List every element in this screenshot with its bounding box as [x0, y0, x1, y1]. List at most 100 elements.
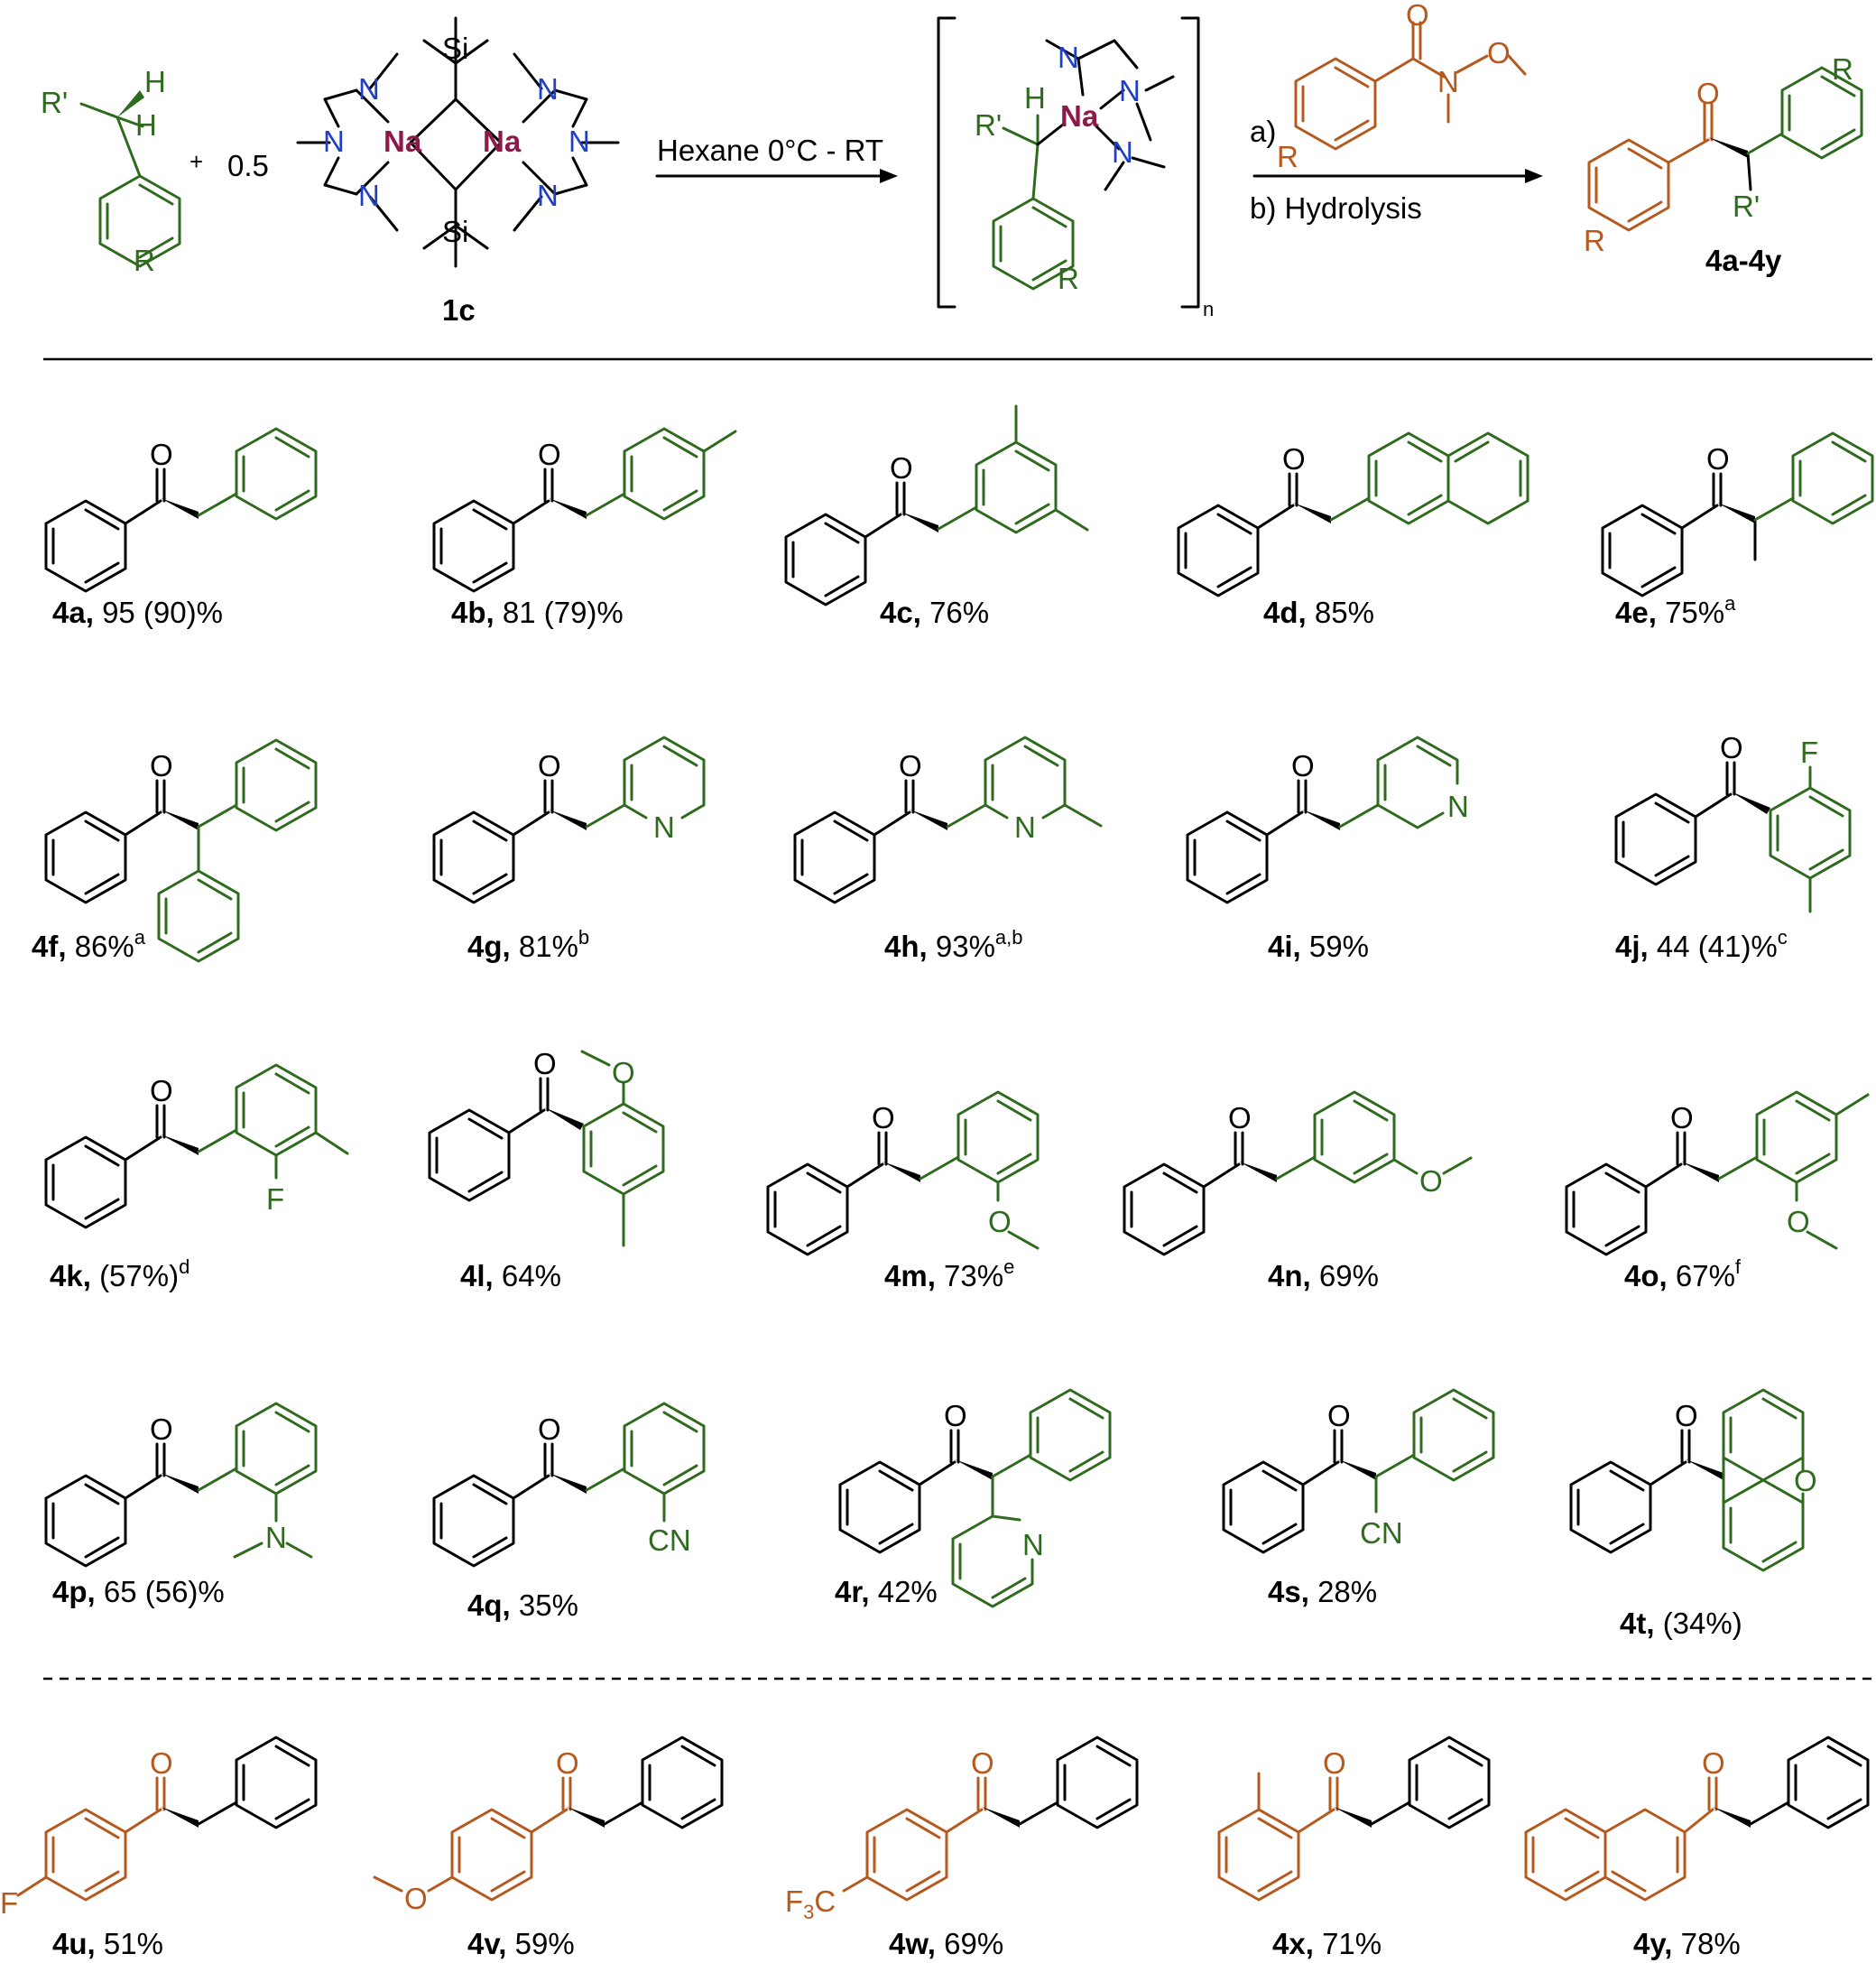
caption-4c: 4c, 76%	[880, 596, 989, 629]
f-label: F	[1800, 736, 1818, 769]
intermediate-na: Na	[1060, 99, 1099, 133]
product-4s: CN O	[1222, 1388, 1495, 1554]
caption-4p: 4p, 65 (56)%	[52, 1575, 225, 1608]
product-4u: F O	[0, 1736, 318, 1920]
stoichiometric-coefficient: 0.5	[227, 149, 269, 182]
product-4c: O	[784, 404, 1089, 606]
caption-4k: 4k, (57%)d	[50, 1255, 189, 1292]
product-id: 4j	[1615, 930, 1640, 963]
product-yield: 69%	[1319, 1259, 1379, 1292]
product-id: 4g	[467, 930, 503, 963]
product-4m: O O	[766, 1090, 1040, 1256]
product-4i: N O	[1186, 736, 1469, 904]
product-yield: 42%	[878, 1575, 938, 1608]
product-yield: 93%	[936, 930, 995, 963]
product-4b: O	[432, 427, 737, 593]
caption-4q: 4q, 35%	[467, 1588, 578, 1622]
caption-4b: 4b, 81 (79)%	[451, 596, 624, 629]
plus-sign: +	[189, 148, 203, 175]
n-label-4: N	[537, 72, 559, 106]
product-id: 4q	[467, 1588, 503, 1622]
product-4l: O O	[428, 1047, 665, 1247]
product-id: 4m	[884, 1259, 928, 1292]
caption-4g: 4g, 81%b	[467, 926, 589, 963]
amide-n-label: N	[1437, 65, 1459, 98]
product-yield: 64%	[502, 1259, 561, 1292]
product-id: 4c	[880, 596, 913, 629]
product-yield: 76%	[929, 596, 989, 629]
na-right-label: Na	[483, 125, 522, 158]
caption-4o: 4o, 67%f	[1624, 1255, 1742, 1292]
polymer-subscript: n	[1203, 298, 1214, 320]
product-id: 4x	[1272, 1927, 1306, 1960]
si-bottom-label: Si	[442, 215, 468, 248]
substrate-h2-label: H	[135, 108, 157, 142]
product-4f: O	[44, 738, 318, 963]
product-4o: O O	[1565, 1090, 1870, 1256]
product-yield: 86%	[75, 930, 134, 963]
product-captions: 4a, 95 (90)% 4b, 81 (79)% 4c, 76% 4d, 85…	[32, 592, 1788, 1960]
product-footnote: c	[1778, 926, 1788, 949]
o-label: O	[1670, 1101, 1694, 1134]
caption-4n: 4n, 69%	[1268, 1259, 1379, 1292]
product-4w: F3C O	[785, 1736, 1139, 1923]
product-footnote: e	[1003, 1255, 1014, 1278]
caption-4w: 4w, 69%	[889, 1927, 1003, 1960]
product-id: 4r	[835, 1575, 863, 1608]
cn-label: CN	[648, 1523, 691, 1557]
n-label-1: N	[358, 72, 380, 106]
product-id: 4b	[451, 596, 486, 629]
product-id: 4o	[1624, 1259, 1659, 1292]
product-yield: 95 (90)%	[102, 596, 223, 629]
caption-4e: 4e, 75%a	[1615, 592, 1736, 629]
o-label: O	[1794, 1464, 1817, 1497]
amide-o2-label: O	[1487, 36, 1511, 69]
f3c-label: F3C	[785, 1884, 836, 1923]
o-label: O	[538, 438, 561, 471]
intermediate-n2: N	[1119, 74, 1141, 107]
n-label: N	[653, 810, 675, 844]
product-yield: 85%	[1315, 596, 1374, 629]
product-4t: O O	[1569, 1388, 1817, 1572]
intermediate-r-prime: R'	[975, 108, 1002, 142]
product-4p: N O	[44, 1402, 318, 1568]
o-label: O	[556, 1746, 579, 1780]
f-label: F	[266, 1182, 284, 1216]
n-label-6: N	[537, 179, 559, 212]
o-label: O	[1419, 1164, 1443, 1198]
product-4y: O	[1524, 1736, 1870, 1902]
product-id: 4e	[1615, 596, 1649, 629]
product-id: 4n	[1268, 1259, 1303, 1292]
o-label: O	[1675, 1399, 1698, 1432]
product-id: 4l	[460, 1259, 485, 1292]
o-label: O	[1702, 1746, 1725, 1780]
caption-4x: 4x, 71%	[1272, 1927, 1382, 1960]
o-label: O	[538, 1412, 561, 1446]
o-label: O	[1323, 1746, 1346, 1780]
o-label: O	[872, 1101, 895, 1134]
weinreb-amide-structure: O N O R	[1277, 0, 1527, 173]
product-id: 4a	[52, 596, 86, 629]
o-label: O	[538, 749, 561, 782]
caption-4f: 4f, 86%a	[32, 926, 146, 963]
product-4x: O	[1217, 1736, 1491, 1902]
n-label: N	[1022, 1528, 1044, 1561]
product-4d: O	[1177, 431, 1529, 597]
o-label: O	[150, 438, 173, 471]
caption-4j: 4j, 44 (41)%c	[1615, 926, 1788, 963]
product-id: 4h	[884, 930, 920, 963]
product-id: 4w	[889, 1927, 929, 1960]
o-label: O	[1720, 731, 1743, 764]
o-label: O	[1787, 1205, 1810, 1238]
caption-4a: 4a, 95 (90)%	[52, 596, 223, 629]
o-label: O	[988, 1205, 1012, 1238]
product-id: 4p	[52, 1575, 88, 1608]
o-label: O	[1282, 442, 1306, 476]
o-label: O	[150, 1412, 173, 1446]
n-label-2: N	[323, 125, 345, 158]
product-yield: (34%)	[1663, 1607, 1742, 1640]
caption-4y: 4y, 78%	[1633, 1927, 1741, 1960]
caption-4i: 4i, 59%	[1268, 930, 1369, 963]
product-footnote: d	[179, 1255, 189, 1278]
